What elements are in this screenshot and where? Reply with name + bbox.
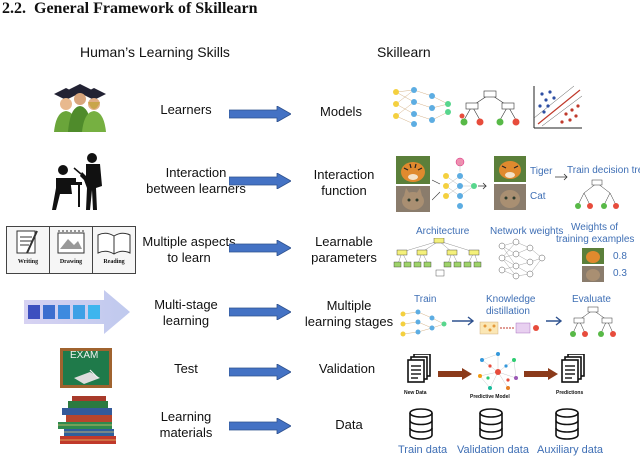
label-models: Models bbox=[320, 104, 362, 119]
writing-icon bbox=[16, 230, 38, 254]
distillation-icon bbox=[479, 321, 539, 335]
weights-of-label: Weights of bbox=[571, 222, 619, 233]
distillation-label: distillation bbox=[486, 306, 530, 317]
arrow-right-icon bbox=[229, 173, 291, 189]
architecture-label: Architecture bbox=[416, 226, 470, 237]
database-icon bbox=[555, 408, 579, 440]
database-icon bbox=[479, 408, 503, 440]
architecture-search-icon bbox=[393, 238, 482, 277]
left-column-header: Human’s Learning Skills bbox=[80, 44, 230, 60]
new-data-caption: New Data bbox=[404, 390, 427, 396]
label-validation: Validation bbox=[318, 361, 376, 376]
arrow-right-icon bbox=[229, 418, 291, 434]
auxiliary-data-label: Auxiliary data bbox=[537, 444, 604, 456]
cat-thumbnail-icon bbox=[582, 266, 604, 282]
reading-card: Reading bbox=[92, 226, 136, 274]
knowledge-label: Knowledge bbox=[486, 294, 536, 305]
decision-tree-icon bbox=[575, 179, 619, 209]
section-number: 2.2. bbox=[2, 0, 26, 17]
cat-label: Cat bbox=[530, 191, 546, 202]
label-test: Test bbox=[174, 361, 198, 376]
section-heading: 2.2. General Framework of Skillearn bbox=[2, 0, 258, 18]
decision-tree-icon bbox=[459, 90, 520, 126]
drawing-card: Drawing bbox=[49, 226, 93, 274]
network-weights-label: Network weights bbox=[490, 226, 564, 237]
label-data: Data bbox=[335, 417, 363, 432]
arrow-right-icon bbox=[229, 106, 291, 122]
network-weights-icon bbox=[498, 238, 546, 280]
tiger-image-icon bbox=[396, 156, 430, 184]
exam-board-icon bbox=[60, 348, 112, 388]
writing-caption: Writing bbox=[17, 259, 39, 265]
weight-value-2: 0.3 bbox=[613, 268, 627, 279]
drawing-icon bbox=[57, 230, 85, 254]
section-title: General Framework of Skillearn bbox=[34, 0, 258, 17]
document-stack-icon bbox=[561, 354, 585, 383]
arrow-right-icon bbox=[555, 173, 568, 181]
multi-stage-chevrons-icon bbox=[24, 290, 130, 334]
right-column-header: Skillearn bbox=[377, 44, 431, 60]
teacher-student-icon bbox=[52, 153, 102, 210]
arrow-right-icon bbox=[546, 316, 563, 326]
arrow-right-icon bbox=[229, 240, 291, 256]
drawing-caption: Drawing bbox=[59, 259, 83, 265]
book-stack-icon bbox=[58, 396, 116, 444]
writing-card: Writing bbox=[6, 226, 50, 274]
cat-image-icon bbox=[396, 186, 430, 212]
decision-tree-icon bbox=[570, 306, 616, 337]
brown-arrow-icon bbox=[438, 368, 472, 380]
cat-image-icon bbox=[494, 184, 526, 210]
database-icon bbox=[409, 408, 433, 440]
document-stack-icon bbox=[407, 354, 431, 383]
tiger-image-icon bbox=[494, 156, 526, 182]
tiger-label: Tiger bbox=[530, 166, 553, 177]
evaluate-label: Evaluate bbox=[572, 294, 611, 305]
predictive-model-icon bbox=[478, 352, 518, 390]
arrow-right-icon bbox=[452, 316, 475, 326]
label-learners: Learners bbox=[160, 102, 212, 117]
training-examples-label: training examples bbox=[556, 234, 635, 245]
train-label: Train bbox=[414, 294, 437, 305]
train-data-label: Train data bbox=[398, 444, 448, 456]
neural-network-icon bbox=[393, 87, 451, 127]
predictive-model-caption: Predictive Model bbox=[470, 394, 510, 400]
validation-data-label: Validation data bbox=[457, 444, 529, 456]
arrow-right-icon bbox=[229, 304, 291, 320]
brown-arrow-icon bbox=[524, 368, 558, 380]
interaction-network-icon bbox=[432, 157, 487, 209]
train-decision-tree-label: Train decision tree bbox=[567, 165, 640, 176]
weight-value-1: 0.8 bbox=[613, 251, 627, 262]
book-icon bbox=[97, 232, 131, 255]
reading-caption: Reading bbox=[103, 259, 125, 265]
neural-network-icon bbox=[400, 309, 447, 337]
arrow-right-icon bbox=[229, 364, 291, 380]
predictions-caption: Predictions bbox=[556, 390, 584, 396]
scatter-classifier-icon bbox=[533, 85, 583, 129]
graduates-icon bbox=[54, 84, 106, 132]
tiger-thumbnail-icon bbox=[582, 248, 604, 264]
exam-text: EXAM bbox=[70, 350, 99, 361]
